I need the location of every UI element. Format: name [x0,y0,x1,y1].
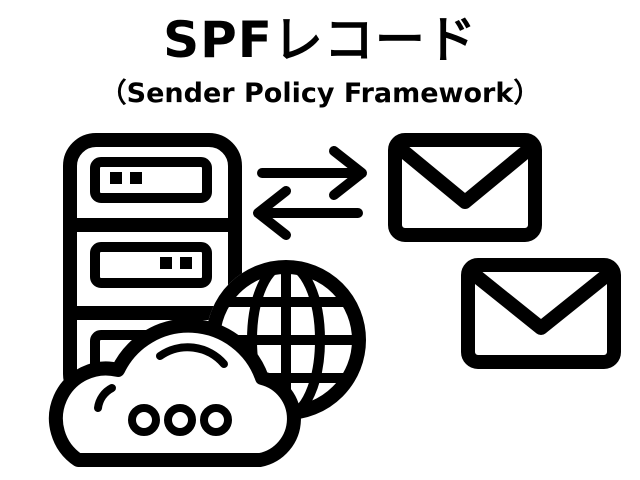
cloud-icon [48,318,301,467]
server-led-dots [110,172,192,269]
page-subtitle: （Sender Policy Framework） [99,78,541,109]
arrow-right-icon [257,146,367,200]
envelope-icon [461,258,621,369]
arrow-left-icon [253,186,363,240]
page-title: SPFレコード [163,11,477,69]
envelope-icon [388,133,542,242]
